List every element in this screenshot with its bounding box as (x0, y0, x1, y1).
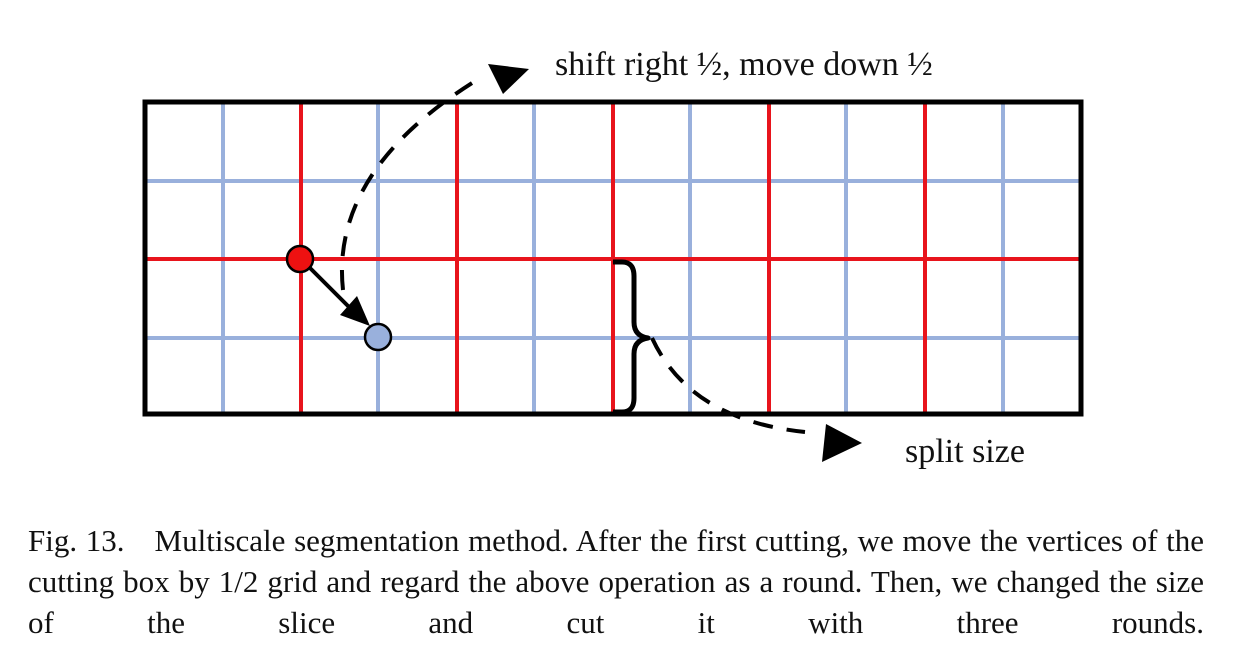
caption-text: Multiscale segmentation method. After th… (28, 523, 1204, 640)
shift-dashed-arrow (340, 76, 482, 291)
split-dashed-arrow (650, 337, 806, 434)
segmentation-diagram: shift right ½, move down ½ split size (142, 46, 1084, 470)
split-size-brace (613, 259, 651, 415)
red-vertex (285, 244, 315, 274)
split-size-label: split size (905, 433, 1025, 470)
figure-number: Fig. 13. (28, 523, 125, 558)
blue-vertex (363, 322, 393, 352)
red-grid (145, 102, 1081, 414)
figure-caption: Fig. 13.Multiscale segmentation method. … (28, 520, 1204, 643)
shift-label: shift right ½, move down ½ (555, 46, 933, 83)
shift-arrowhead-icon (488, 64, 529, 94)
vertex-move-arrow (308, 266, 355, 313)
vertex-move-arrowhead-icon (340, 296, 370, 326)
split-arrowhead-icon (822, 424, 862, 462)
